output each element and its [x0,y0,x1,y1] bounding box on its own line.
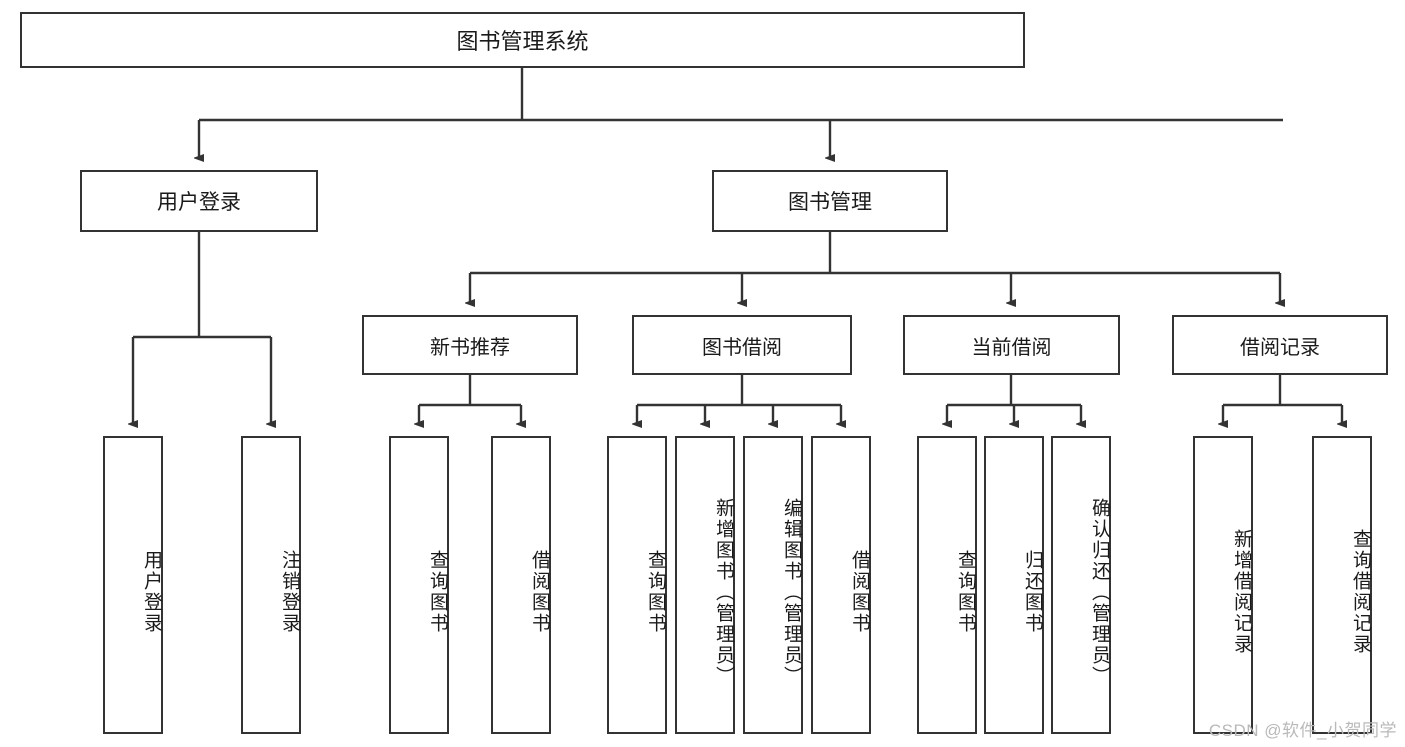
leaf-borrow-edit-book-admin[interactable]: 编辑图书（管理员） [743,436,803,734]
node-label: 查询图书 [955,550,976,634]
node-label: 新增图书（管理员） [713,497,734,687]
node-label: 查询图书 [645,550,666,634]
node-new-book-recommend[interactable]: 新书推荐 [362,315,578,375]
node-label: 借阅记录 [1240,336,1320,359]
node-label: 新书推荐 [430,336,510,359]
watermark: CSDN @软件_小贺同学 [1208,721,1397,740]
leaf-user-logout[interactable]: 注销登录 [241,436,301,734]
node-label: 新增借阅记录 [1231,529,1252,655]
node-label: 借阅图书 [849,550,870,634]
leaf-borrow-borrow-book[interactable]: 借阅图书 [811,436,871,734]
node-root-system[interactable]: 图书管理系统 [20,12,1025,68]
leaf-recommend-query-book[interactable]: 查询图书 [389,436,449,734]
node-label: 确认归还（管理员） [1089,497,1110,687]
node-user-login[interactable]: 用户登录 [80,170,318,232]
node-label: 用户登录 [141,550,162,634]
node-book-borrow[interactable]: 图书借阅 [632,315,852,375]
node-label: 查询图书 [427,550,448,634]
node-label: 查询借阅记录 [1350,529,1371,655]
leaf-borrow-add-book-admin[interactable]: 新增图书（管理员） [675,436,735,734]
leaf-current-return-book[interactable]: 归还图书 [984,436,1044,734]
leaf-recommend-borrow-book[interactable]: 借阅图书 [491,436,551,734]
node-label: 注销登录 [279,550,300,634]
node-borrow-record[interactable]: 借阅记录 [1172,315,1388,375]
leaf-user-login[interactable]: 用户登录 [103,436,163,734]
node-label: 编辑图书（管理员） [781,497,802,687]
node-label: 图书管理 [788,191,872,214]
node-label: 用户登录 [157,191,241,214]
leaf-current-confirm-return-admin[interactable]: 确认归还（管理员） [1051,436,1111,734]
node-label: 归还图书 [1022,550,1043,634]
leaf-record-query-record[interactable]: 查询借阅记录 [1312,436,1372,734]
node-label: 当前借阅 [971,336,1052,359]
node-book-management[interactable]: 图书管理 [712,170,948,232]
node-label: 图书管理系统 [456,29,589,54]
leaf-record-add-record[interactable]: 新增借阅记录 [1193,436,1253,734]
leaf-borrow-query-book[interactable]: 查询图书 [607,436,667,734]
node-label: 图书借阅 [702,336,782,359]
node-label: 借阅图书 [529,550,550,634]
node-current-borrow[interactable]: 当前借阅 [903,315,1120,375]
leaf-current-query-book[interactable]: 查询图书 [917,436,977,734]
